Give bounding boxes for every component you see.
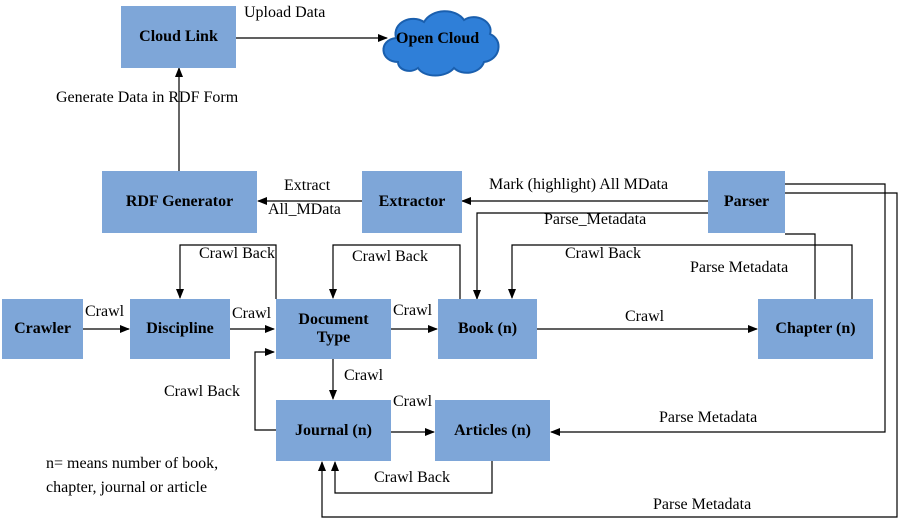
label-upload-data: Upload Data (244, 4, 326, 21)
node-document-type-label-2: Type (316, 329, 351, 346)
label-crawl-back-doctype: Crawl Back (352, 248, 428, 265)
node-book-label: Book (n) (457, 320, 518, 337)
edge-crawl-back-journal (254, 348, 276, 431)
node-journal-label: Journal (n) (295, 421, 372, 439)
node-extractor-label: Extractor (378, 193, 446, 210)
node-document-type-label-1: Document (298, 311, 369, 328)
label-parse-metadata-book: Parse_Metadata (544, 211, 647, 228)
node-extractor: Extractor (362, 171, 462, 233)
edge-parse-metadata-journal (318, 192, 898, 518)
node-cloud-link-label: Cloud Link (139, 28, 218, 45)
node-articles-label: Articles (n) (454, 421, 531, 439)
note-line-1: n= means number of book, (46, 455, 219, 472)
label-crawl-journal: Crawl (393, 393, 433, 410)
label-extract-1: Extract (284, 177, 331, 194)
node-rdf-generator-label: RDF Generator (125, 193, 234, 210)
edge-crawl-back-discipline (176, 244, 277, 299)
node-journal: Journal (n) (276, 400, 391, 461)
label-crawl-book: Crawl (625, 308, 665, 325)
label-crawl-discipline: Crawl (232, 305, 272, 322)
label-crawl-back-chapter: Crawl Back (565, 245, 641, 262)
label-crawl-back-articles: Crawl Back (374, 469, 450, 486)
node-parser: Parser (708, 171, 785, 233)
label-parse-metadata-journal: Parse Metadata (653, 496, 752, 513)
label-extract-2: All_MData (268, 201, 341, 218)
edge-crawl-back-chapter (508, 244, 853, 299)
node-open-cloud-label: Open Cloud (396, 30, 480, 47)
node-discipline: Discipline (130, 299, 230, 359)
label-parse-metadata-articles: Parse Metadata (659, 409, 758, 426)
note-line-2: chapter, journal or article (46, 479, 208, 496)
node-parser-label: Parser (723, 193, 770, 210)
edge-crawl-back-articles (331, 461, 493, 494)
node-cloud-link: Cloud Link (121, 6, 236, 68)
label-crawl-back-journal: Crawl Back (164, 383, 240, 400)
cloud-shape (382, 10, 500, 77)
edge-parse-metadata-chapter (785, 233, 816, 299)
edge-parse-metadata-book (473, 212, 708, 300)
node-discipline-label: Discipline (146, 320, 214, 337)
node-chapter-label: Chapter (n) (775, 320, 856, 337)
label-mark-highlight: Mark (highlight) All MData (489, 176, 669, 193)
label-crawl-doctype: Crawl (393, 302, 433, 319)
node-articles: Articles (n) (435, 400, 550, 461)
node-chapter: Chapter (n) (758, 299, 873, 359)
node-book: Book (n) (438, 299, 537, 359)
edge-parse-metadata-articles (550, 183, 886, 436)
node-rdf-generator: RDF Generator (102, 171, 257, 233)
node-crawler-label: Crawler (14, 320, 71, 337)
node-document-type: Document Type (276, 299, 391, 359)
label-generate-rdf: Generate Data in RDF Form (56, 89, 239, 106)
edge-crawl-back-doctype (329, 244, 461, 299)
label-crawl-down: Crawl (344, 367, 384, 384)
label-crawl-back-discipline: Crawl Back (199, 245, 275, 262)
label-crawl-crawler: Crawl (85, 303, 125, 320)
node-crawler: Crawler (2, 299, 83, 359)
label-parse-metadata-chapter: Parse Metadata (690, 259, 789, 276)
